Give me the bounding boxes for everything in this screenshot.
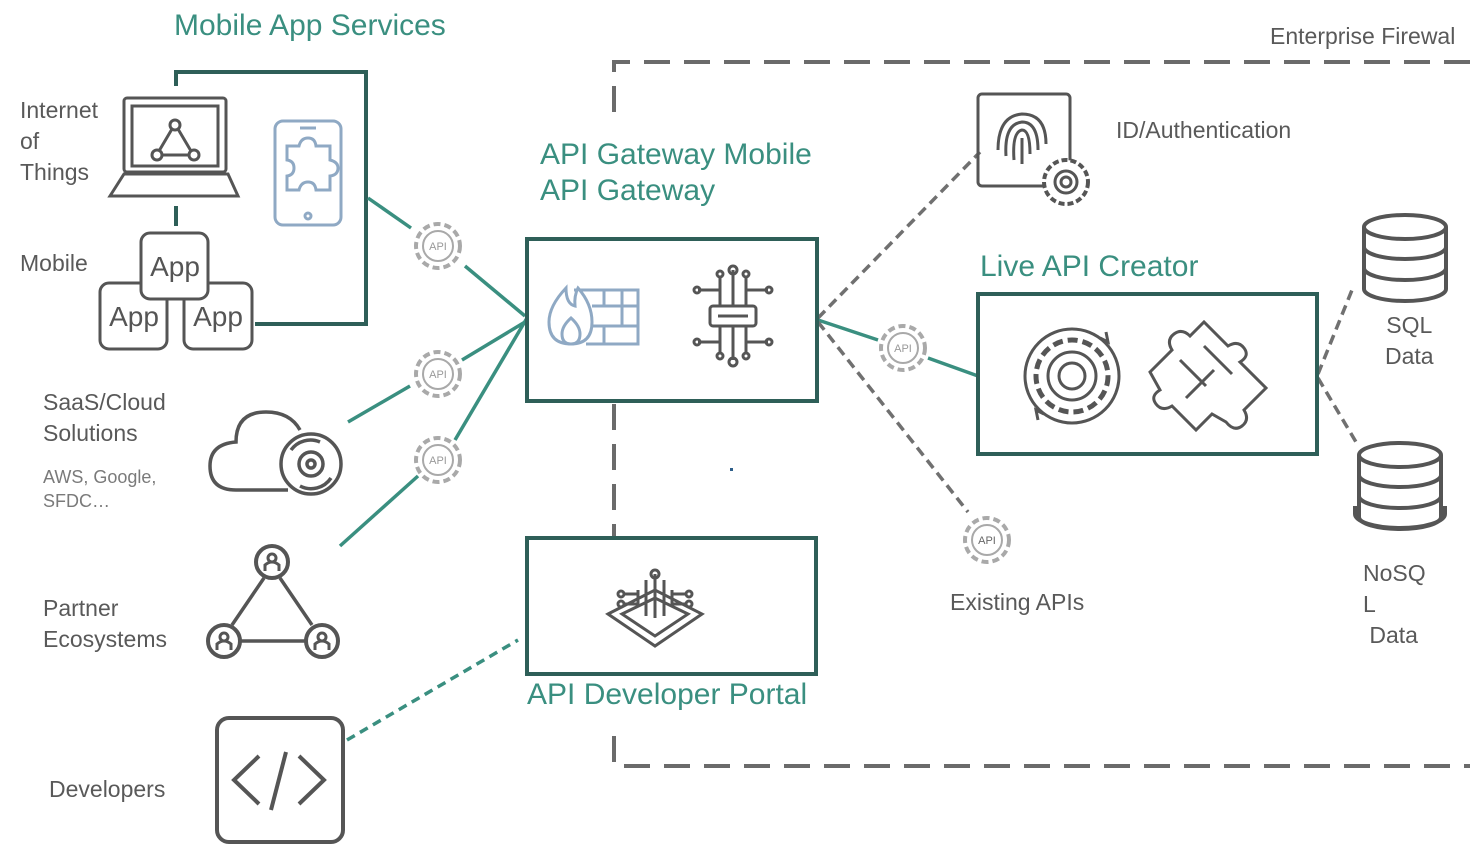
live-api-creator-box[interactable] [976,292,1319,456]
saas-label: SaaS/Cloud Solutions [43,389,166,446]
sql-data-label: SQL Data [1385,312,1434,369]
mobile-puzzle-icon [273,119,343,227]
app-tiles [98,231,254,351]
database-icon [1353,441,1447,531]
laptop-network-icon [107,96,241,198]
app-tile-label: App [193,301,243,332]
api-badge-label: API [429,455,447,467]
app-tile-label: App [150,251,200,282]
existing-apis-label: Existing APIs [950,589,1085,615]
mobile-services-bracket [174,70,368,326]
developers-label: Developers [49,776,166,802]
mobile-app-services-title: Mobile App Services [174,9,446,42]
gear-cycle-icon [1023,327,1121,425]
api-badge-label: API [429,369,447,381]
api-gateway-mobile-title: API Gateway Mobile [540,138,812,171]
connector-lines [338,150,1358,742]
api-developer-portal-title: API Developer Portal [527,678,808,711]
database-icon [1362,213,1448,303]
cloud-disc-icon [208,410,343,496]
firewall-icon [547,284,640,346]
api-gateway-title: API Gateway [540,174,716,207]
id-authentication-label: ID/Authentication [1116,117,1292,143]
saas-examples-label: AWS, Google, SFDC… [43,467,157,511]
iot-label: Internet of Things [20,97,98,185]
circuit-icon [692,264,774,368]
live-api-creator-title: Live API Creator [980,250,1199,283]
partner-triangle-icon [206,544,340,659]
api-badge-label: API [894,343,912,355]
api-badge-label: API [429,241,447,253]
app-tile-label: App [109,301,159,332]
code-icon [215,716,345,844]
mobile-label: Mobile [20,250,88,276]
developer-portal-icon [605,568,705,648]
stray-mark [730,468,733,471]
fingerprint-gear-icon [976,92,1090,206]
puzzle-icon [1148,319,1269,433]
nosql-data-label: NoSQ L Data [1363,560,1426,648]
enterprise-firewall-label: Enterprise Firewal [1270,23,1456,49]
api-badge-label: API [978,535,996,547]
partner-label: Partner Ecosystems [43,595,167,652]
enterprise-firewall-boundary [612,60,1470,768]
